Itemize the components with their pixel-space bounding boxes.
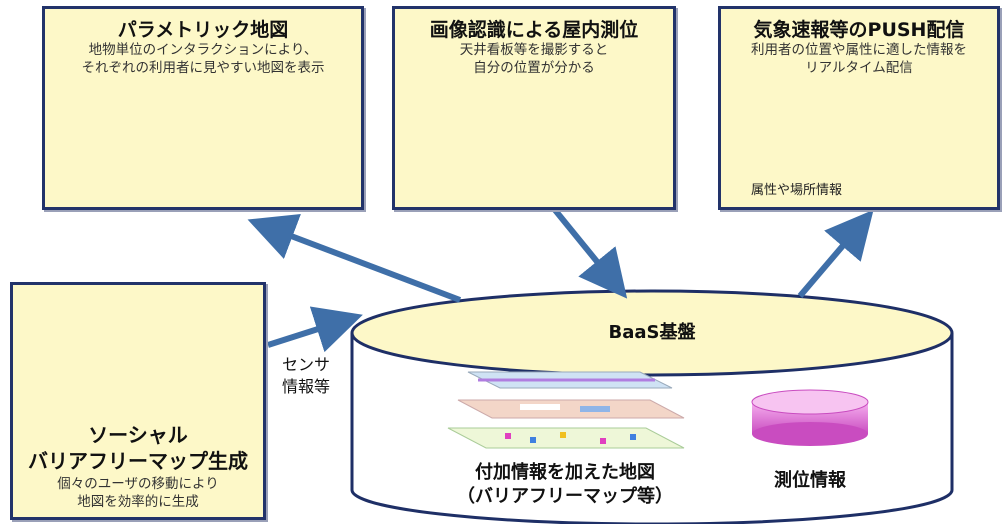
panel-push-delivery: 気象速報等のPUSH配信 利用者の位置や属性に適した情報を リアルタイム配信 属… — [718, 6, 1000, 210]
panel-image-recognition: 画像認識による屋内測位 天井看板等を撮影すると 自分の位置が分かる — [392, 6, 676, 210]
baas-title: BaaS基盤 — [608, 322, 696, 343]
panel-title: 画像認識による屋内測位 — [429, 19, 639, 41]
panel-description: 個々のユーザの移動により 地図を効率的に生成 — [57, 476, 219, 510]
arrow-to-parametric — [247, 214, 462, 303]
panel-description: 地物単位のインタラクションにより、 それぞれの利用者に見やすい地図を表示 — [81, 42, 325, 76]
arrow-sensor-to-baas — [267, 306, 363, 353]
positioning-db-icon — [751, 389, 869, 446]
panel-title-line2: バリアフリーマップ生成 — [28, 449, 248, 473]
sensor-info-label: センサ 情報等 — [281, 355, 330, 396]
map-label-line1: 付加情報を加えた地図 — [475, 462, 655, 483]
push-caption: 属性や場所情報 — [751, 183, 843, 198]
panel-description: 天井看板等を撮影すると 自分の位置が分かる — [459, 42, 609, 76]
panel-social-barrier-free: ソーシャル バリアフリーマップ生成 個々のユーザの移動により 地図を効率的に生成 — [10, 282, 266, 520]
positioning-label: 測位情報 — [774, 470, 846, 491]
panel-title: パラメトリック地図 — [117, 19, 289, 41]
panel-title: 気象速報等のPUSH配信 — [753, 19, 965, 41]
panel-description: 利用者の位置や属性に適した情報を リアルタイム配信 — [751, 42, 967, 76]
panel-parametric-map: パラメトリック地図 地物単位のインタラクションにより、 それぞれの利用者に見やす… — [42, 6, 364, 210]
panel-title-line1: ソーシャル — [88, 423, 188, 447]
map-label-line2: （バリアフリーマップ等） — [457, 486, 673, 507]
arrow-to-push — [797, 209, 874, 298]
layered-map-illustration — [447, 371, 685, 449]
arrow-image-to-baas — [552, 208, 628, 299]
